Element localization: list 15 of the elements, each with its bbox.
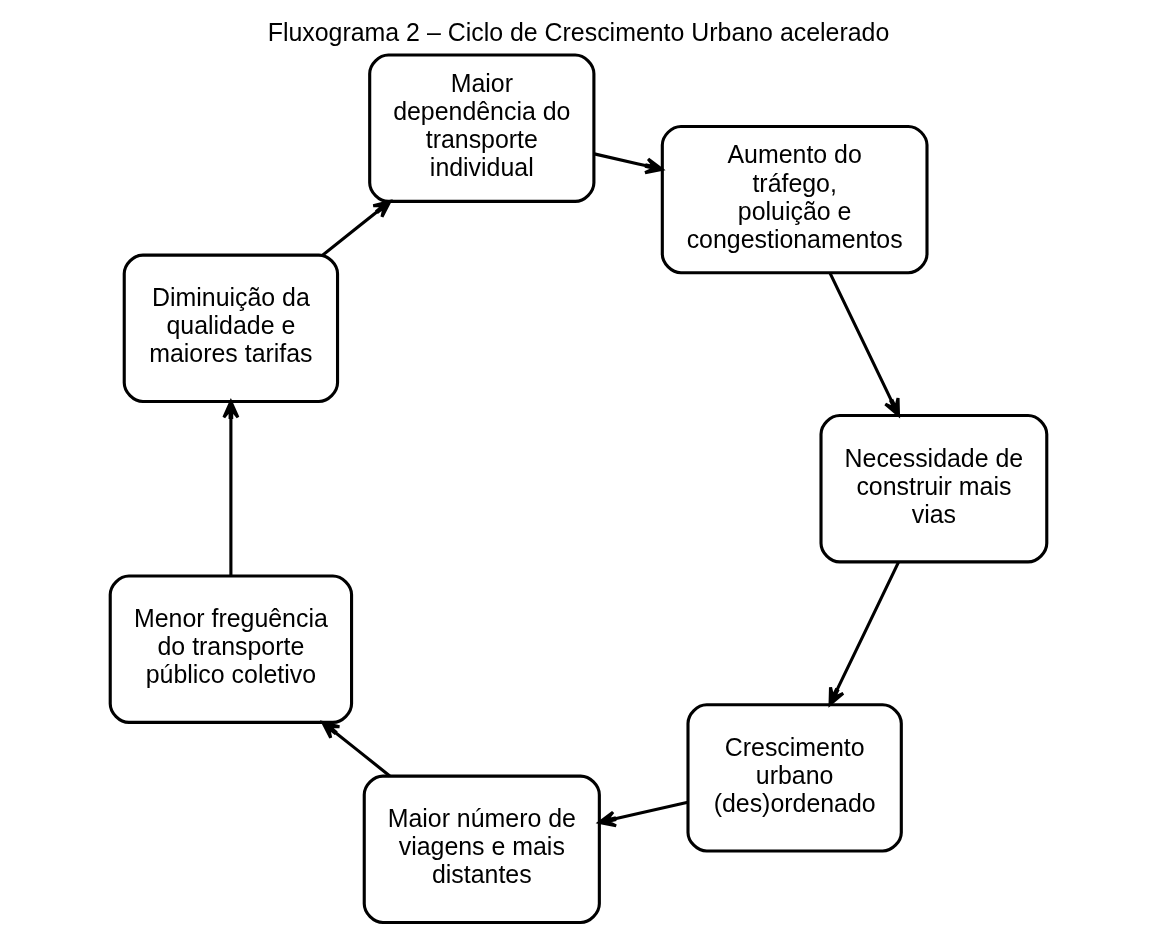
arrow: [320, 721, 391, 778]
arrow: [593, 152, 663, 175]
arrow: [321, 200, 391, 257]
node-box: Crescimento urbano (des)ordenado: [685, 703, 903, 853]
node-box: Necessidade de construir mais vias: [818, 414, 1048, 564]
node-box: Aumento do tráfego, poluição e congestionamentos: [660, 124, 929, 275]
arrow: [828, 272, 900, 417]
arrow: [828, 561, 900, 706]
arrow: [597, 800, 688, 828]
node-box: Menor freguência do transporte público coletivo: [108, 574, 353, 724]
node-box: Maior dependência do transporte individual: [367, 53, 595, 203]
diagram-title: Fluxograma 2 – Ciclo de Crescimento Urbano acelerado: [267, 17, 889, 46]
node-box: Maior número de viagens e mais distantes: [362, 774, 601, 924]
arrow: [221, 400, 239, 576]
node-box: Diminuição da qualidade e maiores tarifas: [122, 253, 339, 404]
